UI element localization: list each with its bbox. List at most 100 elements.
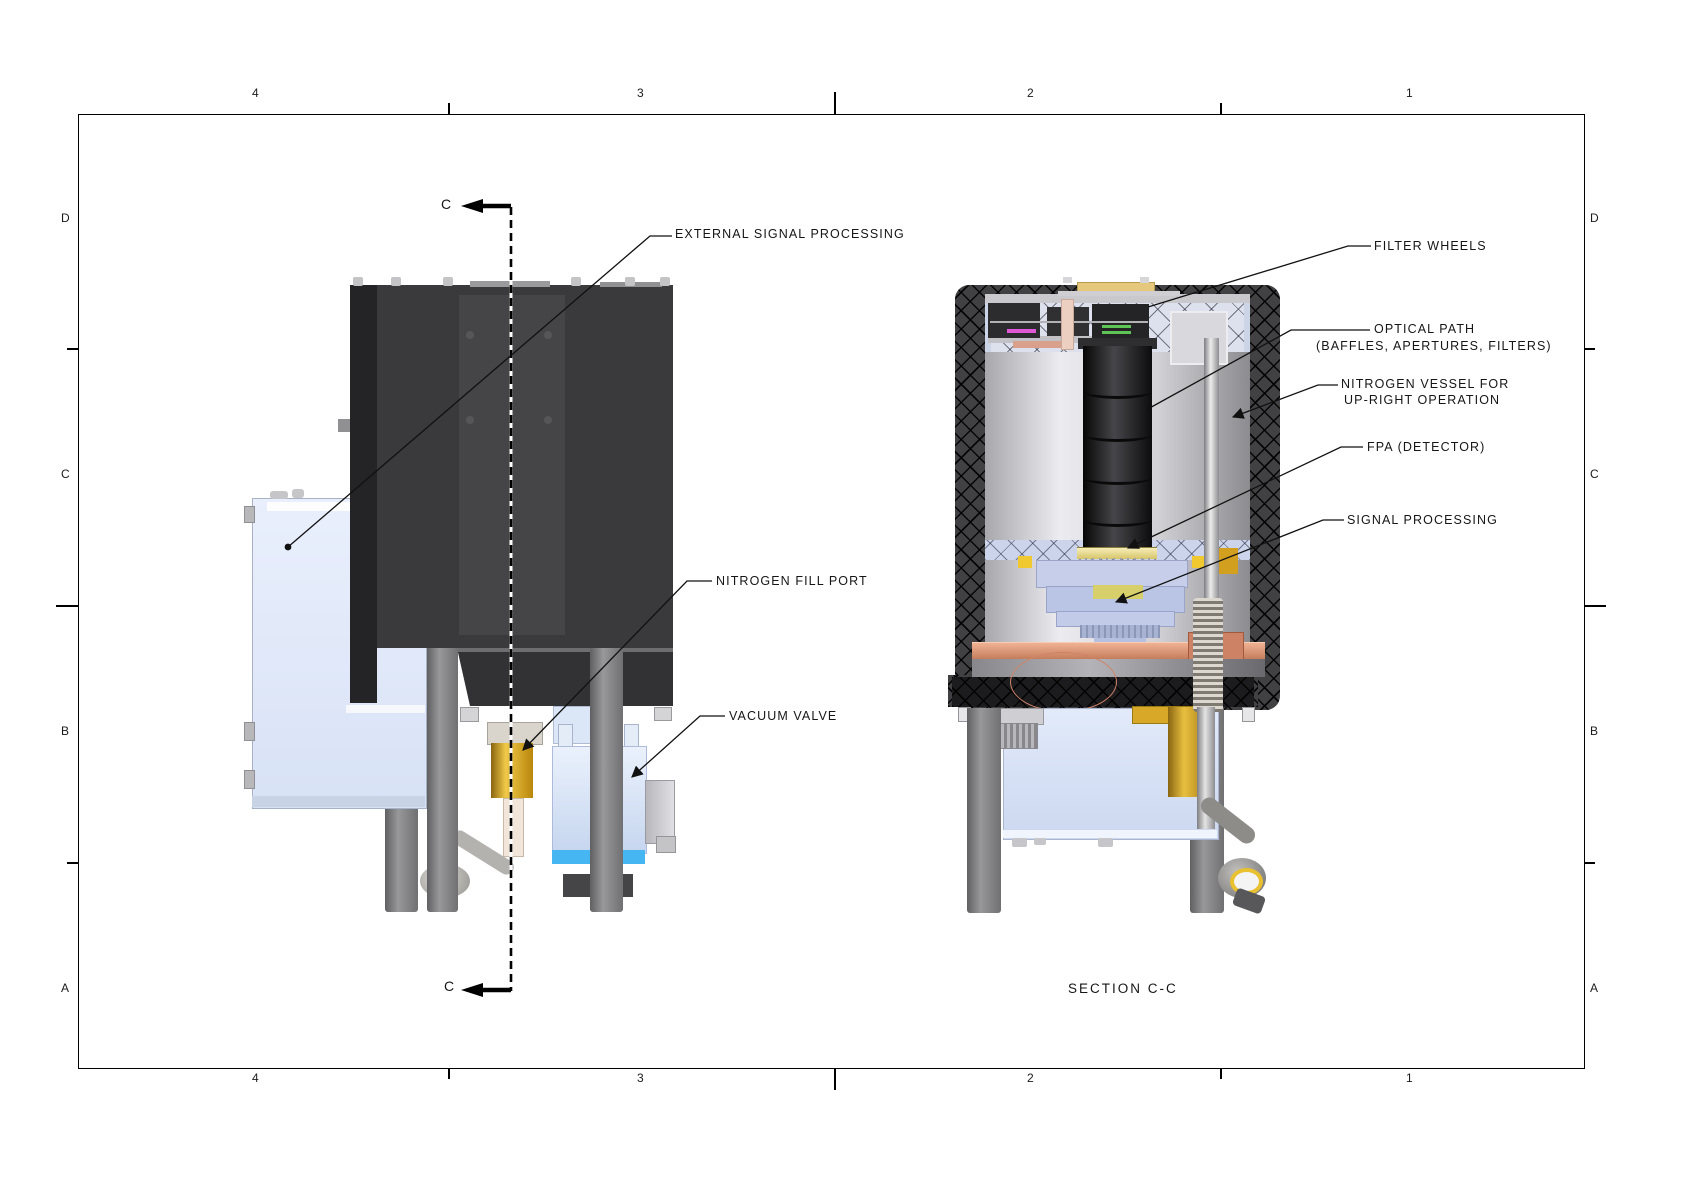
leader-filter-wheels	[1147, 245, 1371, 308]
box-foot	[1098, 838, 1113, 847]
bellows	[1193, 598, 1223, 712]
baffle-segment-line	[1083, 427, 1152, 442]
baffle-segment-line	[1083, 384, 1152, 399]
label-fpa-detector: FPA (DETECTOR)	[1367, 440, 1486, 454]
label-vacuum-valve: VACUUM VALVE	[729, 709, 838, 723]
fill-tube	[503, 798, 524, 857]
leader-signal-processing	[1114, 519, 1344, 604]
valve-side-flange	[645, 780, 675, 844]
section-marker-bottom: C	[444, 978, 455, 994]
filter-magenta	[1007, 329, 1036, 333]
baffle-segment-line	[1083, 512, 1152, 527]
box-foot	[1012, 838, 1027, 847]
zone-col-label: 3	[637, 86, 645, 100]
gold-contact	[1218, 548, 1238, 574]
frame-tick	[67, 862, 78, 864]
zone-row-label: B	[61, 724, 70, 738]
frame-tick	[448, 1068, 450, 1079]
zone-col-label: 2	[1027, 86, 1035, 100]
drawing-border	[78, 114, 1585, 1069]
panel-screw	[466, 331, 474, 339]
esp-clip	[292, 489, 304, 498]
frame-tick	[834, 1068, 836, 1090]
leader-nitrogen-vessel	[1231, 384, 1338, 419]
zone-col-label: 2	[1027, 1071, 1035, 1085]
leg	[427, 648, 458, 912]
frame-tick	[1220, 103, 1222, 114]
baffle-segment-line	[1083, 470, 1152, 485]
panel-screw	[544, 331, 552, 339]
frame-tick	[1220, 1068, 1222, 1079]
frame-tick	[1584, 348, 1595, 350]
body-top-screw	[391, 277, 401, 286]
label-optical-path-2: (BAFFLES, APERTURES, FILTERS)	[1316, 339, 1552, 353]
esp-clip	[270, 491, 288, 499]
electronics-box-base	[1003, 830, 1217, 838]
zone-row-label: C	[1590, 467, 1600, 481]
label-signal-processing: SIGNAL PROCESSING	[1347, 513, 1498, 527]
top-seal-plate	[1058, 291, 1180, 296]
section-arrow-head-top	[461, 199, 483, 213]
esp-clip	[244, 770, 255, 789]
zone-row-label: A	[61, 981, 70, 995]
fpa-detector	[1077, 547, 1157, 559]
leader-external-signal-processing	[284, 235, 672, 551]
flange-bolt	[654, 707, 672, 721]
flange-bolt	[460, 707, 479, 722]
label-external-signal-processing: EXTERNAL SIGNAL PROCESSING	[675, 227, 905, 241]
body-top-screw	[353, 277, 363, 286]
frame-tick	[834, 92, 836, 114]
label-nitrogen-fill-port: NITROGEN FILL PORT	[716, 574, 868, 588]
esp-highlight	[267, 502, 389, 511]
panel-screw	[466, 416, 474, 424]
leg	[967, 708, 1001, 913]
baffle-flange	[1078, 338, 1157, 349]
label-filter-wheels: FILTER WHEELS	[1374, 239, 1487, 253]
zone-col-label: 1	[1406, 1071, 1414, 1085]
label-nitrogen-vessel: NITROGEN VESSEL FOR	[1341, 377, 1510, 391]
body-top-screw	[571, 277, 581, 286]
leader-nitrogen-fill-port	[522, 580, 712, 751]
zone-col-label: 4	[252, 1071, 260, 1085]
wheel-shaft	[1061, 299, 1074, 350]
leg	[590, 648, 623, 912]
esp-clip	[244, 506, 255, 523]
zone-row-label: D	[1590, 211, 1600, 225]
esp-highlight	[346, 705, 425, 713]
under-bolt	[1242, 707, 1255, 722]
body-top-screw	[625, 277, 635, 286]
frame-tick	[56, 605, 78, 607]
top-stud	[1063, 277, 1072, 283]
cap-bevel	[457, 648, 673, 652]
body-top-screw	[660, 277, 670, 286]
top-cover-plate	[985, 294, 1250, 303]
frame-tick	[1584, 605, 1606, 607]
zone-row-label: D	[61, 211, 71, 225]
body-bottom-cap	[457, 648, 673, 706]
leader-vacuum-valve	[631, 715, 725, 778]
panel-screw	[544, 416, 552, 424]
section-arrow-head-bottom	[461, 983, 483, 997]
board-connector	[1080, 625, 1160, 638]
board-chip	[1093, 585, 1143, 599]
gold-contact	[1192, 556, 1206, 568]
filter-green	[1102, 325, 1131, 328]
section-title: SECTION C-C	[1068, 981, 1178, 996]
label-nitrogen-vessel-2: UP-RIGHT OPERATION	[1344, 393, 1501, 407]
wheel-bracket	[1013, 341, 1061, 348]
frame-tick	[67, 348, 78, 350]
zone-col-label: 1	[1406, 86, 1414, 100]
valve-knob	[656, 836, 676, 853]
zone-col-label: 3	[637, 1071, 645, 1085]
zone-row-label: A	[1590, 981, 1599, 995]
body-top-screw	[443, 277, 453, 286]
top-stud	[1140, 277, 1149, 283]
zone-row-label: C	[61, 467, 71, 481]
body-side-tab	[338, 419, 350, 432]
zone-col-label: 4	[252, 86, 260, 100]
leader-fpa	[1126, 446, 1363, 549]
box-foot	[1034, 838, 1046, 845]
frame-tick	[448, 103, 450, 114]
